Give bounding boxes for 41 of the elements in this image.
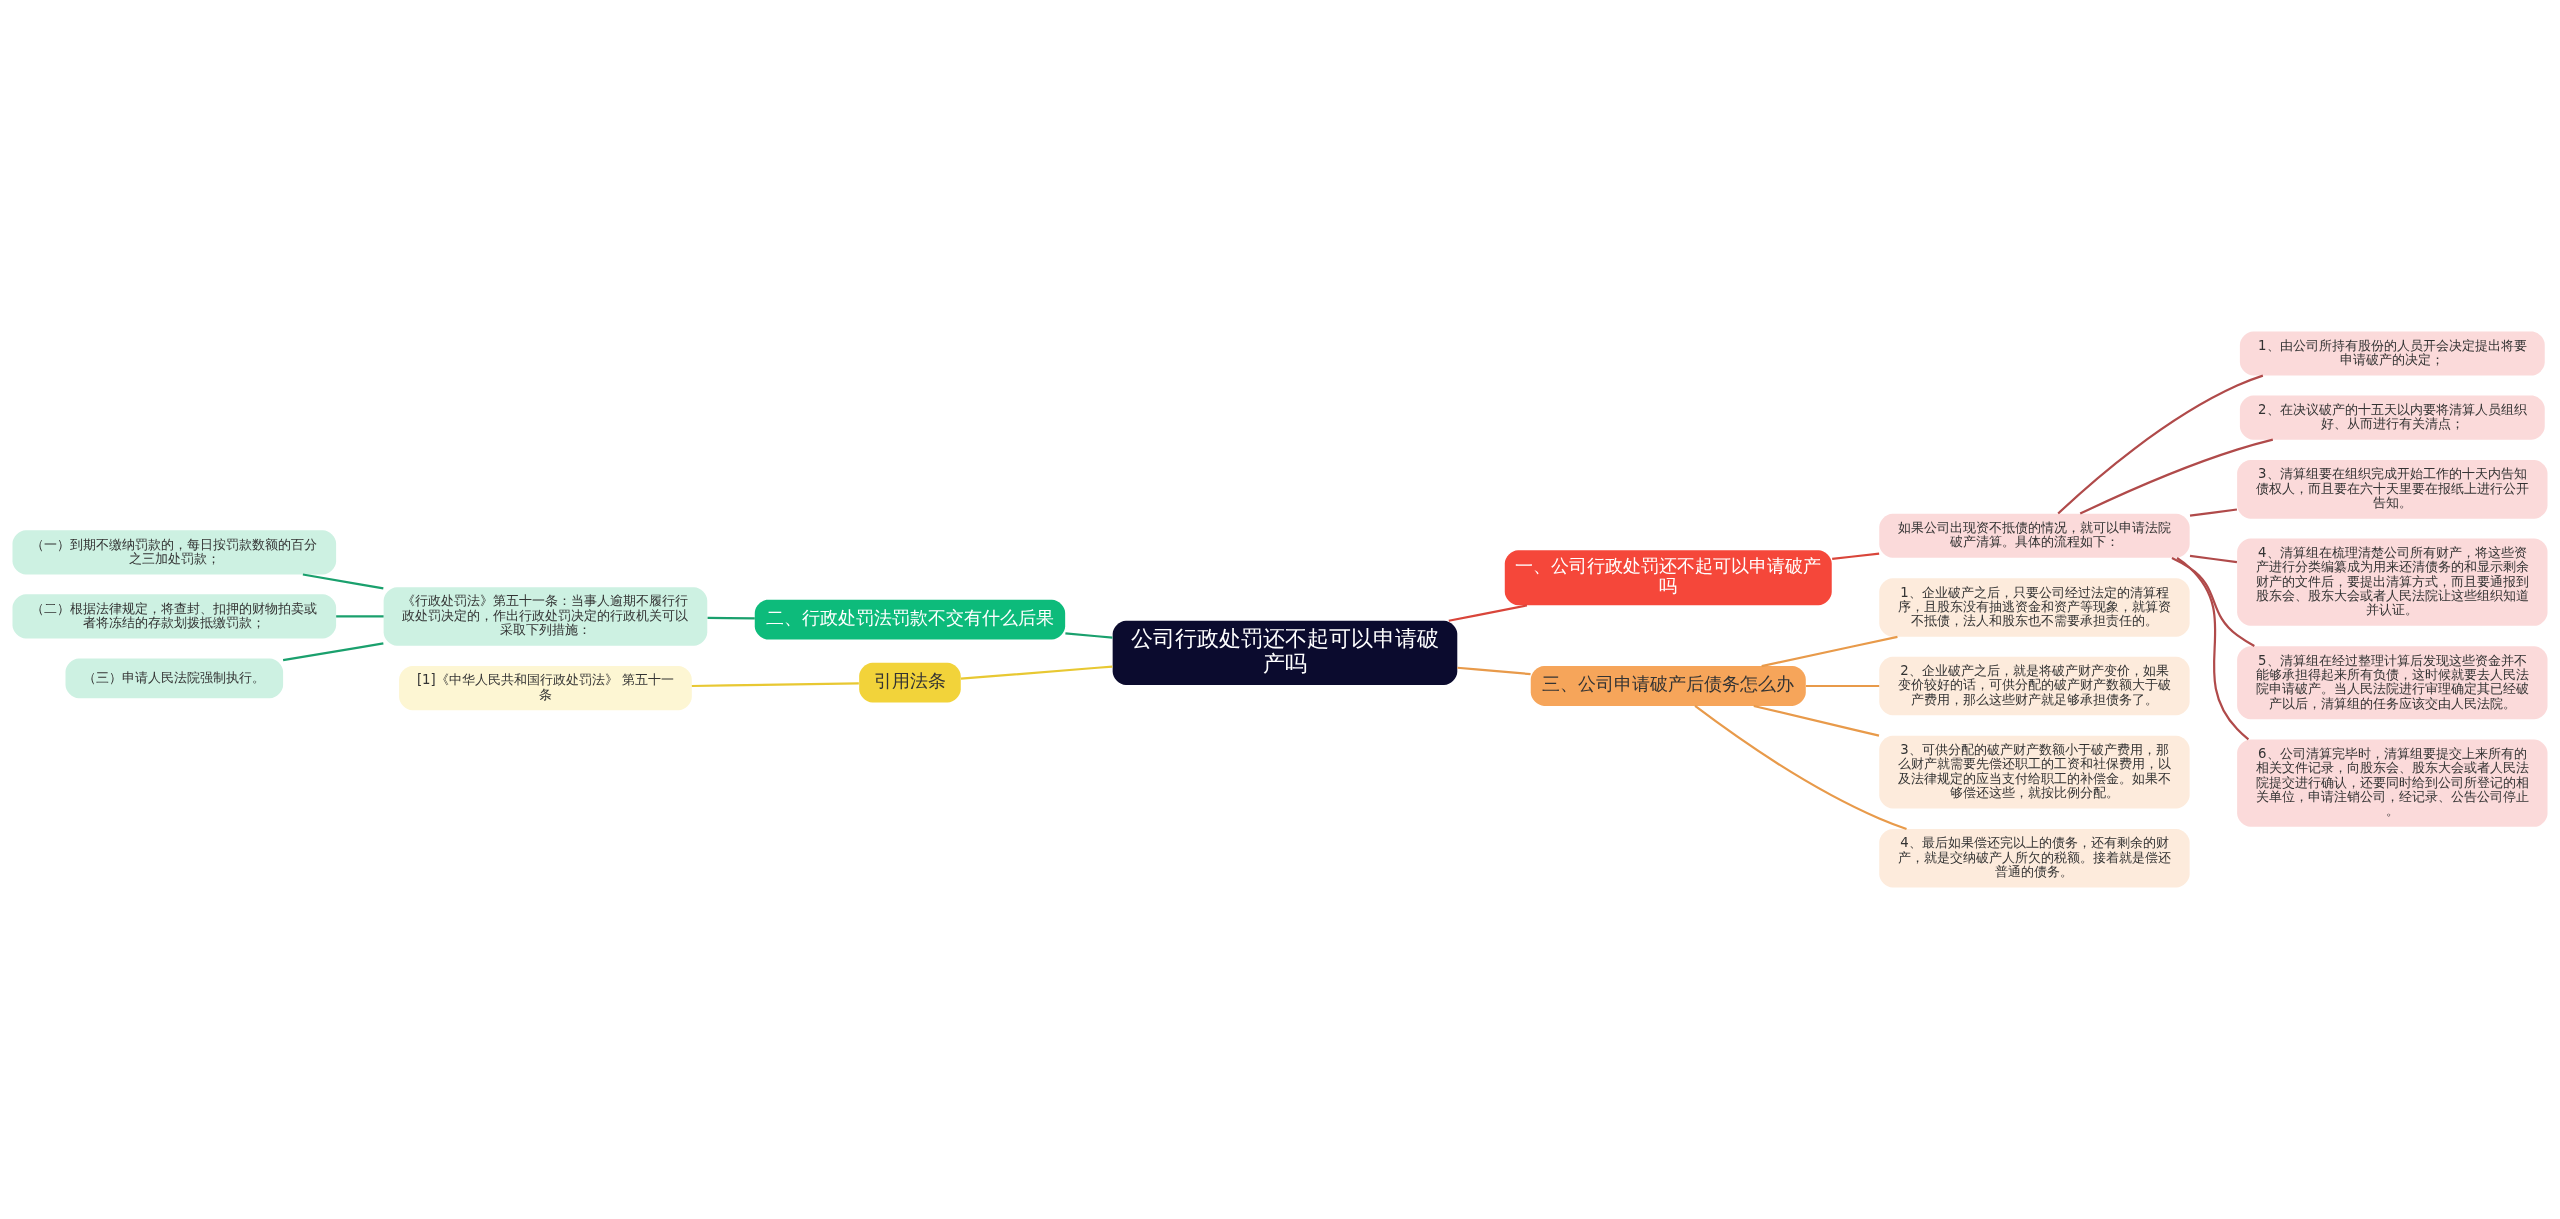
node-box: 《行政处罚法》第五十一条：当事人逾期不履行行政处罚决定的，作出行政处罚决定的行政机关可以采取下列措施： (383, 587, 708, 646)
node-box: 引用法条 (859, 662, 961, 703)
connector (2171, 556, 2255, 648)
connector (1753, 704, 1880, 737)
connector (960, 665, 1113, 680)
node-box: 1、由公司所持有股份的人员开会决定提出将要申请破产的决定； (2239, 331, 2545, 376)
connector (2079, 438, 2274, 515)
node-box: （一）到期不缴纳罚款的，每日按罚款数额的百分之三加处罚款； (12, 530, 337, 575)
connector (336, 615, 384, 618)
node-box: 三、公司申请破产后债务怎么办 (1530, 666, 1806, 706)
node-box: [1]《中华人民共和国行政处罚法》 第五十一条 (399, 666, 692, 711)
connector (2057, 374, 2264, 515)
connector (302, 573, 384, 590)
connector (1694, 705, 1907, 831)
node-box: 1、企业破产之后，只要公司经过法定的清算程序，且股东没有抽逃资金和资产等现象，就算资不抵债，法人和股东也不需要承担责任的。 (1879, 578, 2190, 637)
node-box: （二）根据法律规定，将查封、扣押的财物拍卖或者将冻结的存款划拨抵缴罚款； (12, 594, 337, 639)
node-box: 6、公司清算完毕时，清算组要提交上来所有的相关文件记录，向股东会、股东大会或者人民法院提交进行确认，还要同时给到公司所登记的相关单位，申请注销公司，经记录、公告公司停止。 (2237, 739, 2548, 827)
node-box: 4、最后如果偿还完以上的债务，还有剩余的财产，就是交纳破产人所欠的税额。接着就是偿还普通的债务。 (1879, 829, 2190, 888)
node-box: 5、清算组在经过整理计算后发现这些资金并不能够承担得起来所有负债，这时候就要去人民法院申请破产。当人民法院进行审理确定其已经破产以后，清算组的任务应该交由人民法院。 (2237, 646, 2548, 720)
connector (1832, 552, 1880, 561)
connector (2189, 554, 2238, 564)
node-box: 一、公司行政处罚还不起可以申请破产吗 (1504, 550, 1832, 606)
node-box: 2、在决议破产的十五天以内要将清算人员组织好、从而进行有关清点； (2239, 395, 2545, 440)
node-box: 4、清算组在梳理清楚公司所有财产，将这些资产进行分类编纂成为用来还清债务的和显示剩余财产的文件后，要提出清算方式，而且要通报到股东会、股东大会或者人民法院让这些组织知道并认证。 (2237, 538, 2548, 626)
connector (1761, 635, 1898, 668)
connector (1065, 632, 1113, 639)
connector (282, 642, 384, 662)
connector (2176, 557, 2250, 741)
connector (1457, 666, 1531, 676)
node-box: （三）申请人民法院强制执行。 (65, 658, 284, 699)
connector (1805, 684, 1880, 688)
node-box: 二、行政处罚法罚款不交有什么后果 (754, 599, 1066, 640)
connector (2189, 508, 2238, 517)
node-box: 2、企业破产之后，就是将破产财产变价，如果变价较好的话，可供分配的破产财产数额大于破产费用，那么这些财产就足够承担债务了。 (1879, 656, 2190, 716)
connector (691, 682, 859, 688)
node-box: 公司行政处罚还不起可以申请破产吗 (1112, 620, 1458, 685)
node-box: 3、清算组要在组织完成开始工作的十天内告知债权人，而且要在六十天里要在报纸上进行公开告知。 (2237, 460, 2548, 519)
node-box: 如果公司出现资不抵债的情况，就可以申请法院破产清算。具体的流程如下： (1879, 513, 2190, 558)
connector (1448, 604, 1528, 622)
node-box: 3、可供分配的破产财产数额小于破产费用，那么财产就需要先偿还职工的工资和社保费用，以及法律规定的应当支付给职工的补偿金。如果不够偿还这些，就按比例分配。 (1879, 735, 2190, 809)
connector (707, 616, 755, 620)
